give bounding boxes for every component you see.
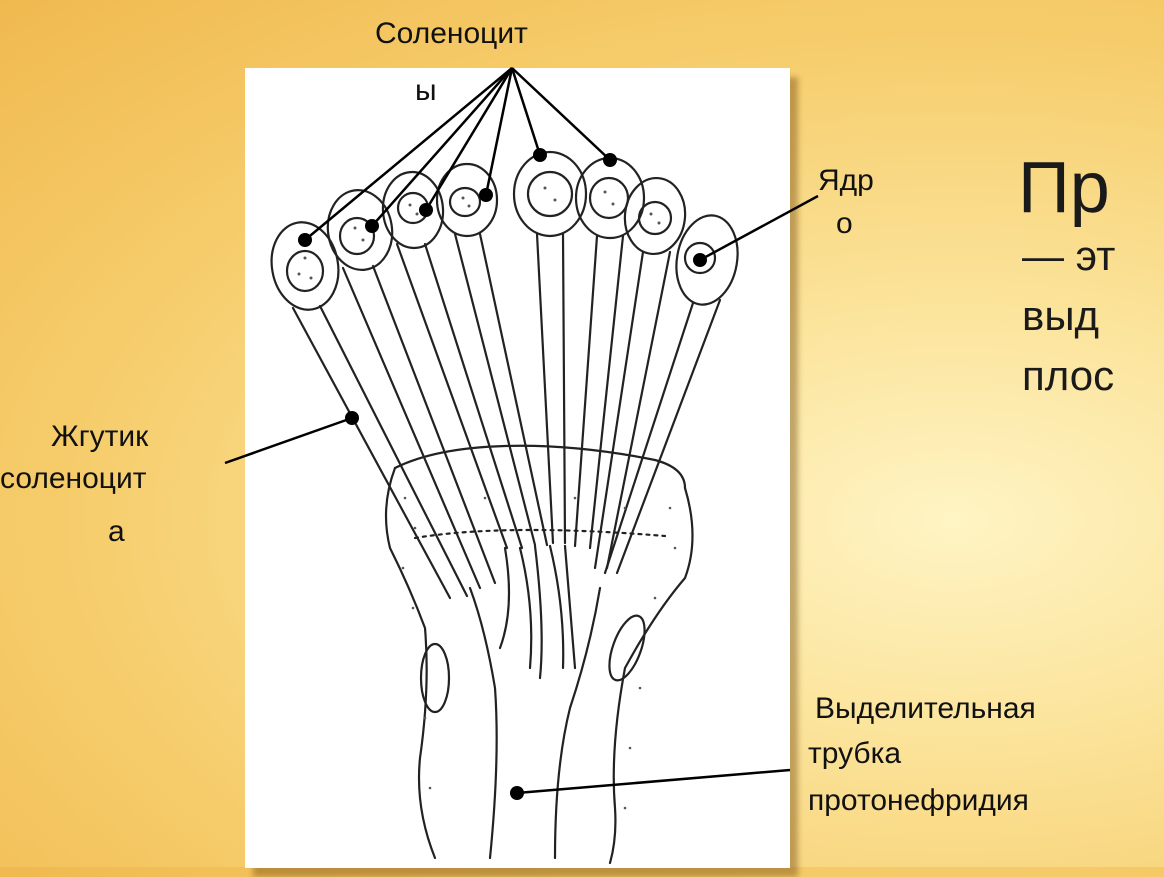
solenocyte-pointer-dot-1 [298, 233, 312, 247]
label-flagellum-line3: а [108, 513, 125, 551]
solenocyte-pointer-dot-3 [419, 203, 433, 217]
label-nucleus-line1: Ядр [818, 162, 874, 200]
label-flagellum-line1: Жгутик [51, 418, 148, 456]
label-tube-line3: протонефридия [808, 782, 1029, 820]
label-tube-line1: Выделительная [815, 690, 1036, 728]
solenocyte-pointer-dot-4 [479, 188, 493, 202]
solenocyte-pointer-dot-5 [533, 148, 547, 162]
label-solenocytes-line2: ы [415, 72, 437, 110]
tube-pointer-dot [510, 786, 524, 800]
label-nucleus-line2: о [836, 205, 853, 243]
solenocyte-pointer-dot-2 [365, 219, 379, 233]
label-tube-line2: трубка [808, 735, 901, 773]
label-flagellum-line2: соленоцит [0, 460, 146, 498]
flagellum-pointer-dot [345, 411, 359, 425]
nucleus-pointer-dot [693, 253, 707, 267]
solenocyte-pointer-dot-6 [603, 153, 617, 167]
label-solenocytes-line1: Соленоцит [375, 15, 528, 53]
